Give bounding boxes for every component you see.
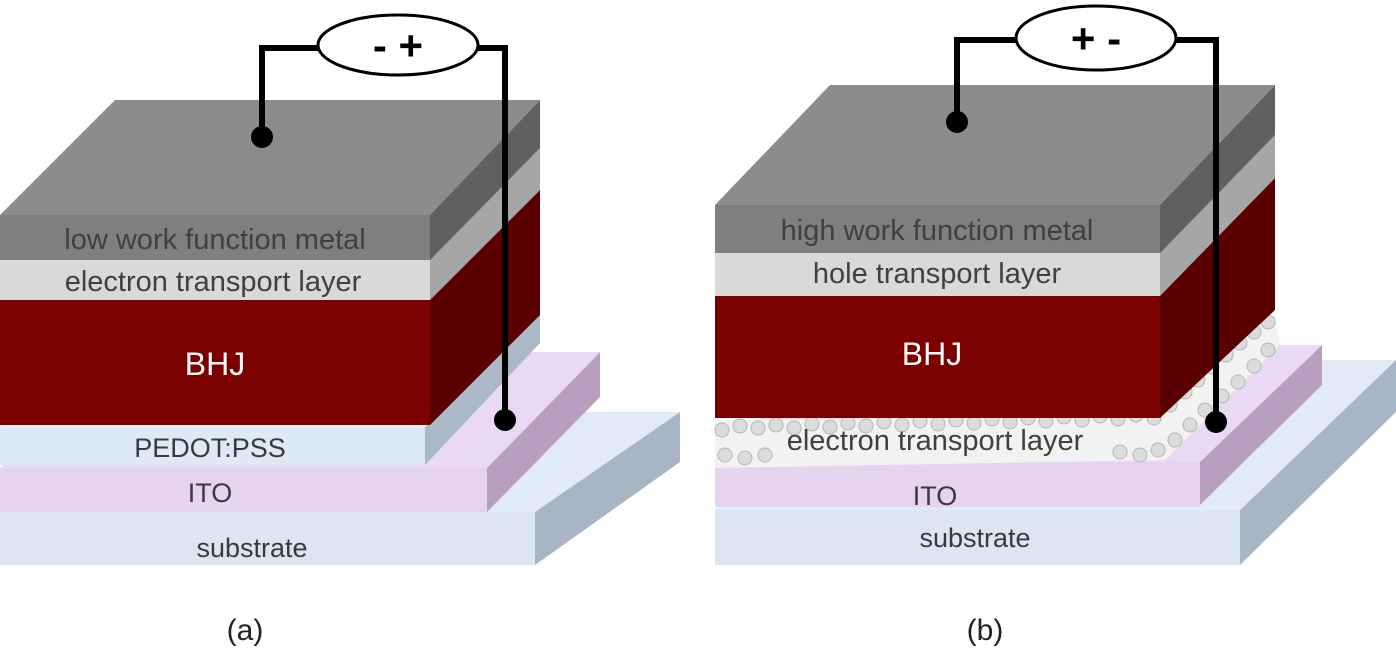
- label-top-metal-a: low work function metal: [64, 224, 365, 256]
- label-electrode-a: ITO: [188, 478, 233, 508]
- voltage-source-b: + -: [1014, 4, 1178, 72]
- label-bhj-b: BHJ: [902, 336, 962, 372]
- label-electrode-b: ITO: [913, 481, 958, 511]
- contact-dot-bottom-b: [1205, 411, 1227, 433]
- caption-a: (a): [227, 614, 264, 647]
- panel-a: - + low work function metal electron tra…: [0, 13, 680, 647]
- contact-dot-top-b: [946, 111, 968, 133]
- contact-dot-bottom-a: [494, 409, 516, 431]
- panel-b: + - high work function metal hole transp…: [714, 4, 1396, 647]
- metal-layer-a: [0, 100, 540, 260]
- voltage-source-a: - +: [316, 13, 480, 77]
- metal-layer-b: [715, 85, 1275, 253]
- polarity-label-a: - +: [373, 22, 423, 69]
- label-top-metal-b: high work function metal: [781, 215, 1094, 247]
- circuit-wire-a: [251, 45, 516, 431]
- contact-dot-top-a: [251, 126, 273, 148]
- label-substrate-b: substrate: [919, 523, 1030, 553]
- label-substrate-a: substrate: [196, 533, 307, 563]
- circuit-wire-b: [946, 37, 1227, 433]
- label-buffer-a: PEDOT:PSS: [134, 433, 286, 463]
- polarity-label-b: + -: [1071, 15, 1121, 62]
- caption-b: (b): [967, 614, 1004, 647]
- label-transport-b: hole transport layer: [813, 258, 1062, 290]
- label-buffer-b: electron transport layer: [787, 425, 1084, 457]
- label-transport-a: electron transport layer: [65, 266, 362, 298]
- label-bhj-a: BHJ: [185, 346, 245, 382]
